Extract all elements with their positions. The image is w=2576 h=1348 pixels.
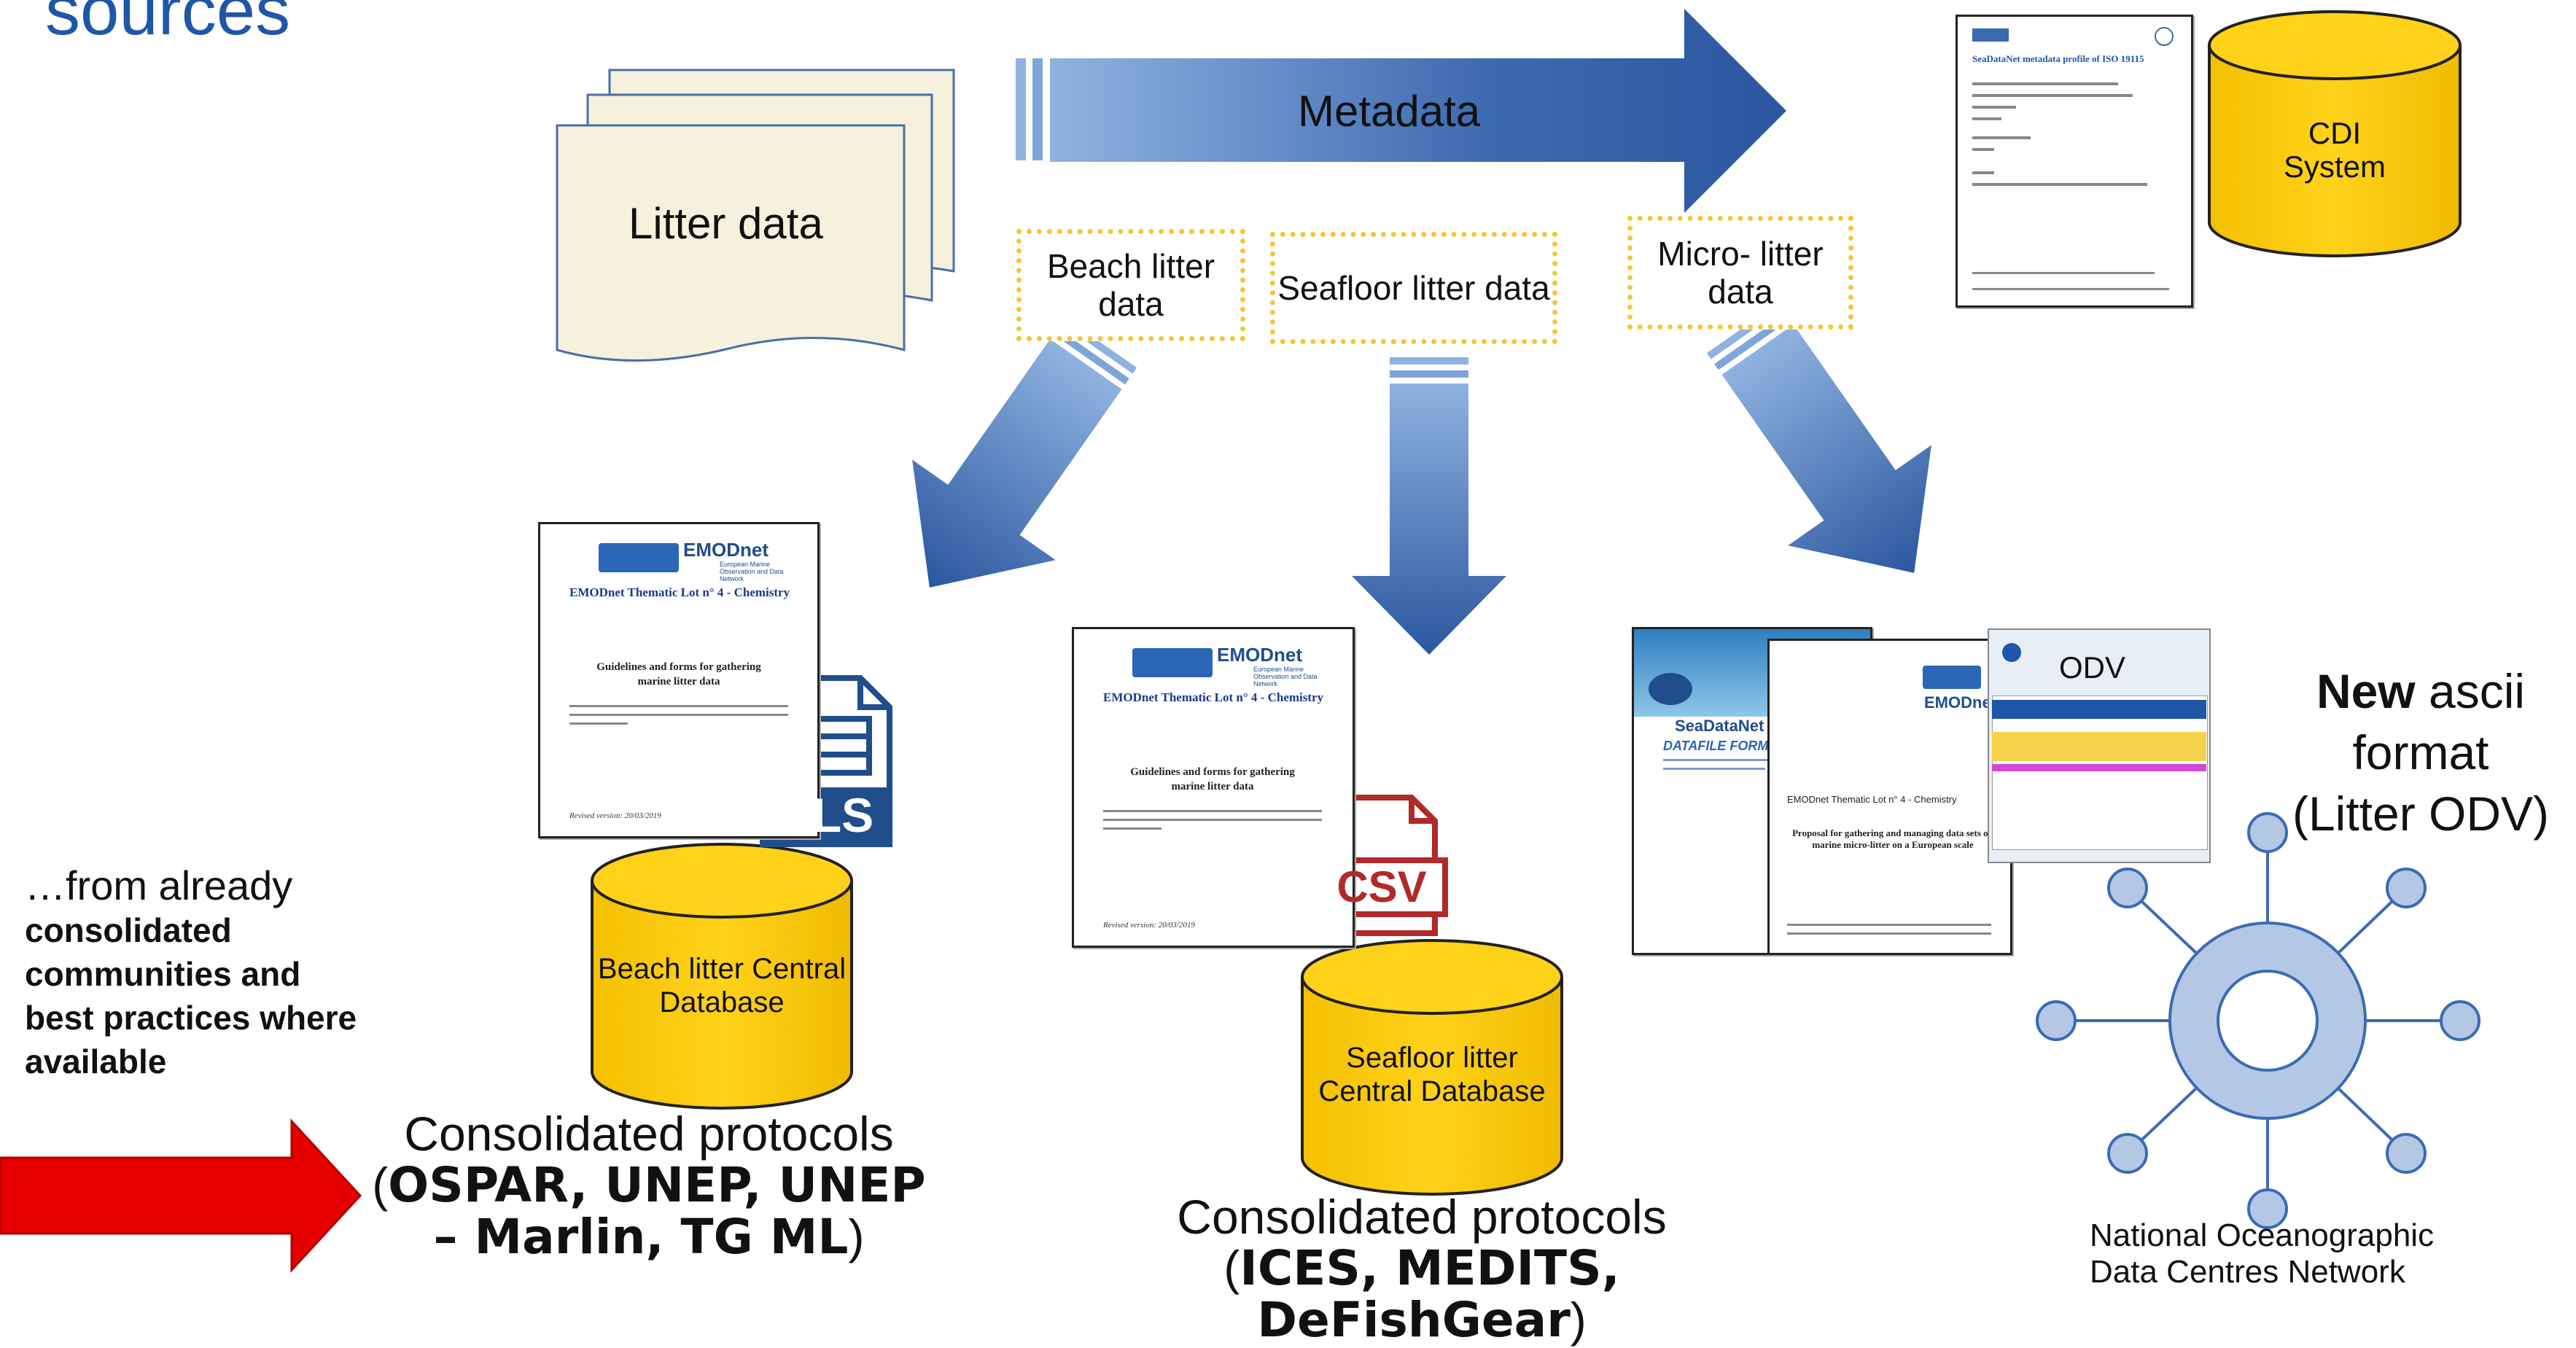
odv-table-header <box>1992 700 2206 719</box>
protocols-left: Consolidated protocols (OSPAR, UNEP, UNE… <box>365 1108 933 1263</box>
emodnet-logo-text: EMODnet <box>1217 644 1302 666</box>
seafloor-litter-data-box: Seafloor litter data <box>1270 232 1557 344</box>
new-format-rest2: format <box>2352 725 2489 779</box>
seadatanet-brand: SeaDataNet <box>1675 717 1764 735</box>
odv-screenshot: ODV <box>1988 628 2211 863</box>
cdi-label: CDI System <box>2283 116 2386 184</box>
doc-line <box>1972 288 2169 290</box>
doc-line <box>569 705 788 707</box>
emodnet-logo-icon <box>1923 666 1981 689</box>
protocols-center-detail: (ICES, MEDITS, DeFishGear) <box>1223 1240 1620 1348</box>
protocols-left-bold: OSPAR, UNEP, UNEP – Marlin, TG ML <box>388 1157 926 1265</box>
sdn-doc-logo <box>1972 28 2009 42</box>
metadata-label: Metadata <box>1298 87 1481 136</box>
doc-line <box>1663 759 1780 761</box>
protocols-center-bold: ICES, MEDITS, DeFishGear <box>1240 1240 1620 1348</box>
sdn-metadata-document: SeaDataNet metadata profile of ISO 19115 <box>1956 15 2193 308</box>
microlitter-doc-title: Proposal for gathering and managing data… <box>1792 827 1993 850</box>
micro-litter-data-box: Micro- litter data <box>1627 216 1853 330</box>
doc-line <box>1972 82 2118 85</box>
sdn-doc-globe-icon <box>2155 27 2174 46</box>
xls-label: XLS <box>779 788 874 842</box>
doc-line <box>1972 94 2133 97</box>
csv-label: CSV <box>1336 862 1427 911</box>
litter-data-pages <box>556 69 955 362</box>
new-format-rest1: ascii <box>2429 664 2526 718</box>
emodnet-doc-revision: Revised version: 20/03/2019 <box>569 811 661 820</box>
doc-line <box>1972 106 2016 109</box>
new-format-line1: New ascii <box>2275 661 2567 722</box>
cdi-cylinder <box>2208 10 2462 257</box>
emodnet-lot: EMODnet Thematic Lot n° 4 - Chemistry <box>569 585 790 599</box>
emodnet-guidelines-document-beach: EMODnet European Marine Observation and … <box>538 522 820 838</box>
seafloor-arrow <box>1352 357 1506 655</box>
metadata-arrow <box>1016 9 1786 213</box>
header-fragment: sources <box>45 0 291 50</box>
emodnet-doc-title: Guidelines and forms for gathering marin… <box>1130 766 1295 792</box>
doc-line <box>1787 924 1991 926</box>
odv-logo-icon <box>2002 643 2021 662</box>
emodnet-doc-revision: Revised version: 20/03/2019 <box>1103 921 1195 930</box>
doc-line <box>1103 819 1322 821</box>
sdn-doc-title: SeaDataNet metadata profile of ISO 19115 <box>1972 53 2144 64</box>
emodnet-logo-icon <box>1132 648 1213 677</box>
protocols-center: Consolidated protocols (ICES, MEDITS, De… <box>1137 1191 1706 1346</box>
seafloor-db-cylinder <box>1301 939 1563 1196</box>
emodnet-logo-text: EMODnet <box>1924 693 1996 712</box>
network-label: National Oceanographic Data Centres Netw… <box>2090 1218 2435 1290</box>
doc-line <box>1972 148 1994 151</box>
left-note-line1: …from already <box>25 862 293 908</box>
datafile-formats-title: DATAFILE FORMATS <box>1663 739 1794 753</box>
left-note: …from already consolidated communities a… <box>25 863 360 1083</box>
beach-db-cylinder <box>591 843 853 1110</box>
doc-line <box>1972 136 2031 139</box>
doc-line <box>569 722 628 725</box>
doc-line <box>1663 768 1765 770</box>
microlitter-proposal-document: EMODnet EMODnet Thematic Lot n° 4 - Chem… <box>1767 639 2012 955</box>
new-format-bold: New <box>2316 664 2416 718</box>
eu-flag-icon <box>1649 673 1692 705</box>
beach-litter-data-label: Beach litter data <box>1046 247 1215 323</box>
emodnet-logo-sub: European Marine Observation and Data Net… <box>1253 666 1318 687</box>
red-arrow <box>0 1118 362 1273</box>
microlitter-doc-lot: EMODnet Thematic Lot n° 4 - Chemistry <box>1787 794 1957 805</box>
micro-litter-data-label: Micro- litter data <box>1657 235 1824 311</box>
litter-data-label: Litter data <box>629 199 823 248</box>
new-format-note: New ascii format (Litter ODV) <box>2275 661 2567 844</box>
doc-line <box>569 714 788 716</box>
protocols-left-detail: (OSPAR, UNEP, UNEP – Marlin, TG ML) <box>372 1157 926 1265</box>
odv-table-highlight <box>1992 764 2206 771</box>
odv-table-highlight <box>1992 732 2206 761</box>
left-note-bold: consolidated communities and best practi… <box>25 911 357 1080</box>
odv-table <box>1992 696 2208 850</box>
protocols-center-line1: Consolidated protocols <box>1177 1190 1667 1244</box>
doc-line <box>1972 272 2155 274</box>
emodnet-guidelines-document-seafloor: EMODnet European Marine Observation and … <box>1072 627 1355 948</box>
new-format-rest3: (Litter ODV) <box>2292 787 2550 841</box>
micro-arrow <box>1706 303 1931 573</box>
protocols-left-line1: Consolidated protocols <box>404 1107 894 1161</box>
beach-litter-data-box: Beach litter data <box>1016 229 1245 341</box>
emodnet-lot: EMODnet Thematic Lot n° 4 - Chemistry <box>1103 690 1324 704</box>
beach-db-label: Beach litter Central Database <box>597 953 847 1018</box>
doc-line <box>1787 932 1991 935</box>
emodnet-logo-sub: European Marine Observation and Data Net… <box>720 561 784 583</box>
doc-line <box>1972 183 2147 186</box>
doc-line <box>1103 810 1322 812</box>
emodnet-logo-text: EMODnet <box>683 539 768 561</box>
odv-title: ODV <box>2059 650 2126 685</box>
emodnet-doc-title: Guidelines and forms for gathering marin… <box>596 661 761 687</box>
seafloor-db-label: Seafloor litter Central Database <box>1318 1042 1546 1107</box>
seafloor-litter-data-label: Seafloor litter data <box>1277 269 1550 307</box>
doc-line <box>1972 171 1994 174</box>
doc-line <box>1103 827 1161 830</box>
network-diagram <box>2036 812 2480 1229</box>
emodnet-logo-icon <box>599 543 679 572</box>
doc-line <box>1972 117 2001 120</box>
